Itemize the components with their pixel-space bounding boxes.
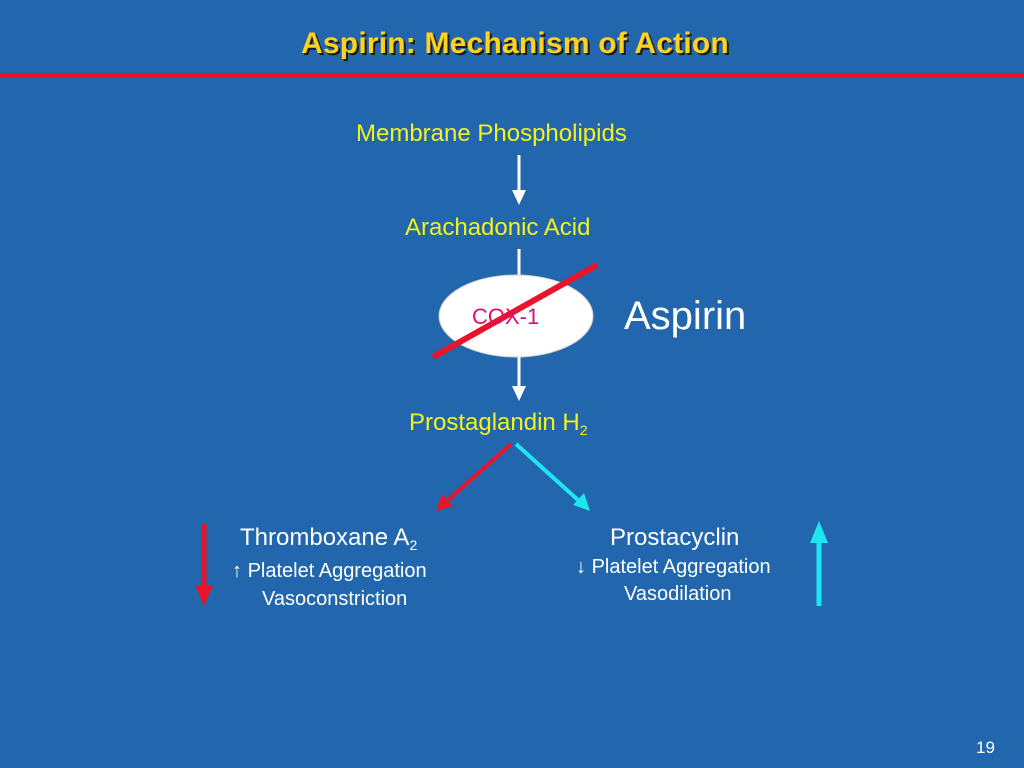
prostacyclin-effect-platelet-text: Platelet Aggregation xyxy=(591,556,771,578)
up-arrow-icon: ↑ xyxy=(232,560,242,582)
thromboxane-a2-label: Thromboxane A2 xyxy=(240,524,417,553)
thromboxane-effect-platelet: ↑ Platelet Aggregation xyxy=(232,560,427,583)
aspirin-label: Aspirin xyxy=(624,294,747,338)
cox1-label: COX-1 xyxy=(472,304,540,329)
prostacyclin-effect-platelet: ↓ Platelet Aggregation xyxy=(576,556,771,579)
thromboxane-a2-base: Thromboxane A xyxy=(240,524,410,551)
arrow-cox-to-pgh2 xyxy=(512,357,526,401)
page-number: 19 xyxy=(976,738,995,757)
prostaglandin-h2-subscript: 2 xyxy=(579,422,588,438)
down-arrow-icon: ↓ xyxy=(576,556,586,578)
title-underline xyxy=(0,73,1024,78)
prostaglandin-h2-label: Prostaglandin H2 xyxy=(409,409,588,438)
cox1-enzyme-ellipse xyxy=(438,274,594,358)
aspirin-inhibition-strike xyxy=(431,262,599,360)
thromboxane-decrease-arrow xyxy=(195,523,213,606)
slide-title: Aspirin: Mechanism of Action xyxy=(301,27,729,60)
thromboxane-effect-vasoconstriction: Vasoconstriction xyxy=(262,588,408,610)
prostacyclin-label: Prostacyclin xyxy=(610,524,740,551)
prostacyclin-increase-arrow xyxy=(810,521,828,606)
arachidonic-acid-label: Arachadonic Acid xyxy=(405,214,591,241)
arrow-pgh2-to-prostacyclin xyxy=(514,442,590,511)
prostacyclin-effect-vasodilation: Vasodilation xyxy=(624,583,732,605)
thromboxane-effect-platelet-text: Platelet Aggregation xyxy=(247,560,427,582)
thromboxane-a2-subscript: 2 xyxy=(409,537,418,553)
arrow-pgh2-to-thromboxane xyxy=(436,442,513,511)
arrow-phospholipids-to-arachidonic xyxy=(512,155,526,205)
prostaglandin-h2-base: Prostaglandin H xyxy=(409,409,580,436)
membrane-phospholipids-label: Membrane Phospholipids xyxy=(356,120,627,147)
